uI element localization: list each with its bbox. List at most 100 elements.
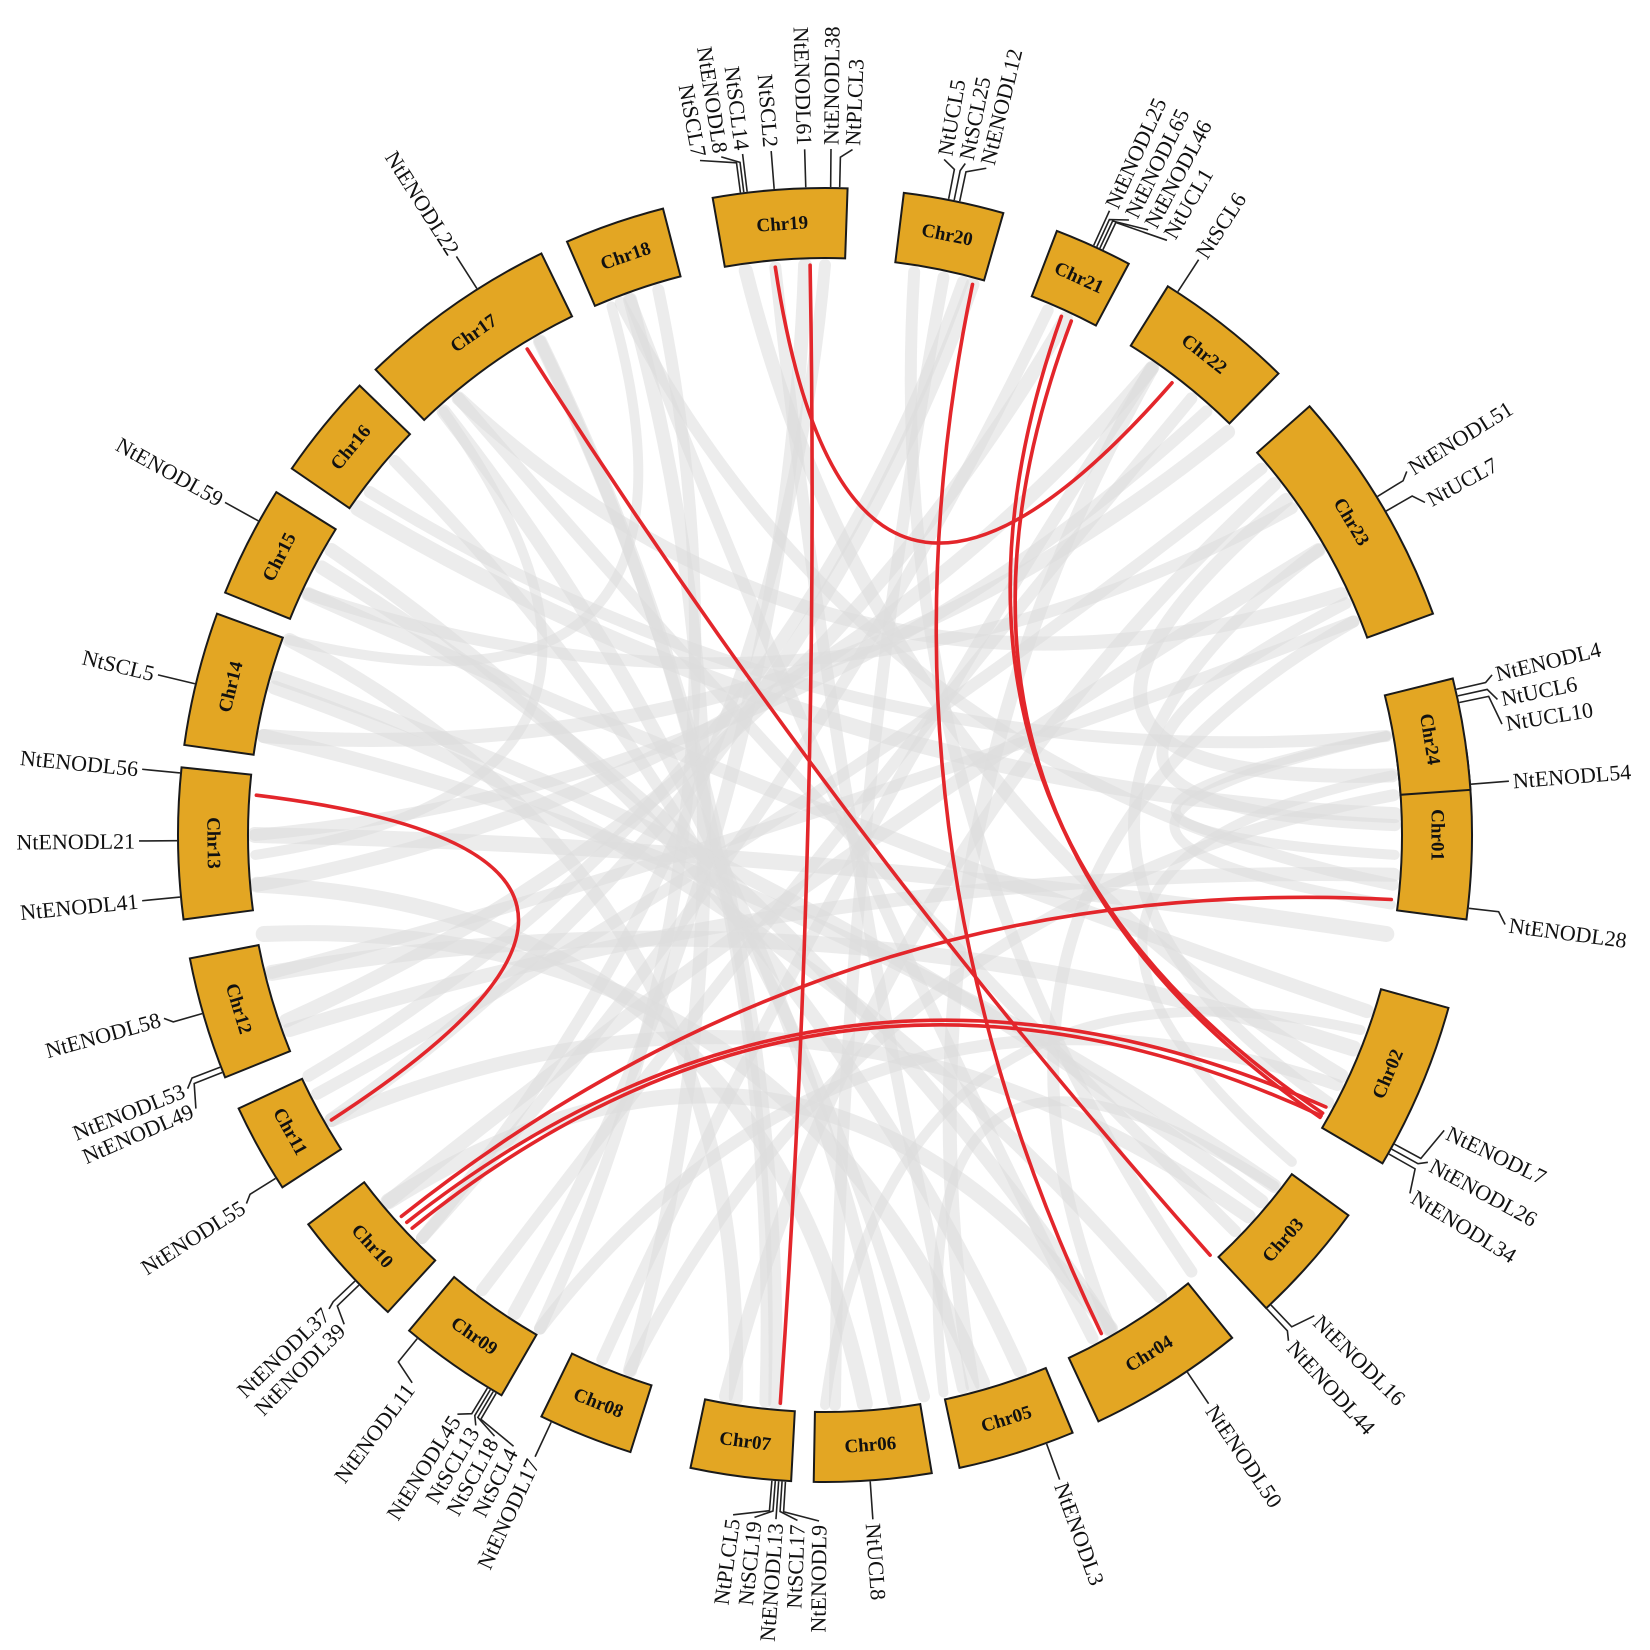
gene-label: NtENODL55 bbox=[136, 1195, 249, 1280]
chromosome-chr09 bbox=[407, 1275, 538, 1397]
gene-label: NtENODL54 bbox=[1512, 759, 1632, 793]
gene-marker-line bbox=[953, 163, 966, 201]
gene-marker-line bbox=[1456, 674, 1493, 691]
gene-marker-line bbox=[479, 1392, 515, 1447]
gene-label: NtSCL5 bbox=[80, 645, 157, 686]
gene-marker-line bbox=[476, 1391, 496, 1437]
gene-marker-line bbox=[157, 674, 196, 685]
chromosome-chr11 bbox=[237, 1077, 343, 1189]
segmental-duplication-link bbox=[254, 793, 521, 1122]
background-link bbox=[249, 876, 873, 1412]
segmental-duplication-link bbox=[778, 263, 814, 1405]
chromosome-chr18 bbox=[565, 207, 682, 308]
gene-marker-line bbox=[958, 167, 987, 202]
gene-marker-line bbox=[186, 1066, 221, 1089]
background-link bbox=[932, 1096, 1280, 1398]
chromosome-chr05 bbox=[943, 1366, 1074, 1470]
gene-marker-line bbox=[1099, 220, 1149, 249]
gene-marker-line bbox=[1270, 1304, 1315, 1328]
gene-label: NtENODL21 bbox=[16, 829, 135, 855]
gene-label: NtSCL17 bbox=[781, 1524, 809, 1609]
gene-label: NtENODL28 bbox=[1507, 913, 1628, 953]
chromosome-chr19 bbox=[711, 187, 849, 268]
gene-marker-line bbox=[782, 1481, 820, 1522]
gene-marker-line bbox=[142, 768, 181, 774]
background-link bbox=[1047, 615, 1360, 1335]
gene-label: NtUCL8 bbox=[861, 1522, 891, 1601]
background-link bbox=[415, 259, 831, 1245]
gene-marker-line bbox=[1459, 695, 1503, 725]
chromosome-label: Chr01 bbox=[1427, 809, 1448, 861]
background-link bbox=[250, 406, 548, 860]
segmental-duplication-link bbox=[405, 1018, 1328, 1225]
background-link bbox=[279, 311, 1073, 1028]
chromosome-chr10 bbox=[306, 1180, 437, 1314]
gene-marker-line bbox=[224, 501, 259, 522]
chromosome-label: Chr19 bbox=[756, 212, 809, 237]
gene-marker-line bbox=[455, 256, 478, 289]
chromosome-ring: Chr01Chr02Chr03Chr04Chr05Chr06Chr07Chr08… bbox=[177, 187, 1473, 1483]
gene-marker-line bbox=[1096, 218, 1129, 248]
gene-marker-line bbox=[732, 1480, 773, 1516]
gene-marker-line bbox=[1177, 259, 1200, 292]
background-link bbox=[282, 633, 744, 1405]
gene-label: NtSCL2 bbox=[753, 73, 784, 148]
gene-marker-line bbox=[741, 153, 748, 192]
gene-marker-line bbox=[1391, 1148, 1428, 1165]
gene-marker-line bbox=[1470, 780, 1509, 785]
background-link bbox=[256, 729, 1282, 1193]
background-collinear-links bbox=[247, 258, 1403, 1412]
gene-label: NtENODL58 bbox=[43, 1007, 164, 1063]
gene-label: NtENODL22 bbox=[380, 146, 465, 259]
gene-marker-line bbox=[1377, 471, 1408, 498]
chromosome-chr03 bbox=[1217, 1172, 1350, 1310]
gene-label: NtENODL41 bbox=[19, 889, 139, 925]
chromosome-label: Chr13 bbox=[202, 817, 224, 869]
chromosome-chr08 bbox=[540, 1352, 653, 1454]
gene-marker-line bbox=[245, 1177, 276, 1204]
chromosome-chr02 bbox=[1320, 987, 1450, 1165]
chromosome-chr13 bbox=[177, 766, 255, 921]
gene-marker-line bbox=[473, 1389, 491, 1426]
background-link bbox=[719, 477, 1282, 1404]
background-link bbox=[247, 827, 1395, 942]
gene-marker-line bbox=[754, 1481, 777, 1519]
chromosome-chr14 bbox=[183, 612, 285, 756]
gene-label: NtENODL50 bbox=[1200, 1400, 1287, 1512]
gene-marker-line bbox=[1266, 1308, 1290, 1341]
background-link bbox=[363, 486, 1393, 749]
background-link bbox=[265, 615, 1360, 979]
segmental-duplication-link bbox=[934, 282, 1104, 1336]
chromosome-chr06 bbox=[812, 1402, 933, 1483]
background-link bbox=[311, 462, 1268, 1100]
gene-marker-line bbox=[779, 1481, 798, 1522]
chromosome-chr17 bbox=[374, 252, 574, 422]
background-link bbox=[1137, 770, 1397, 1167]
gene-marker-line bbox=[1394, 1129, 1445, 1160]
gene-marker-line bbox=[142, 896, 181, 902]
background-link bbox=[302, 275, 969, 1082]
gene-marker-line bbox=[534, 1421, 552, 1458]
gene-marker-line bbox=[943, 158, 956, 200]
gene-label: NtENODL38 bbox=[819, 26, 845, 145]
gene-label: NtPLCL3 bbox=[840, 58, 868, 146]
gene-label: NtENODL59 bbox=[112, 432, 228, 511]
background-link bbox=[1133, 493, 1399, 783]
background-link bbox=[284, 301, 644, 667]
chromosome-chr23 bbox=[1255, 404, 1435, 639]
gene-marker-line bbox=[457, 1387, 489, 1416]
background-link bbox=[738, 263, 1349, 1083]
gene-marker-line bbox=[193, 1071, 223, 1109]
chromosome-chr24 bbox=[1383, 677, 1472, 796]
gene-label: NtENODL56 bbox=[19, 745, 139, 781]
gene-marker-line bbox=[1045, 1443, 1061, 1480]
gene-marker-line bbox=[770, 151, 775, 190]
gene-marker-line bbox=[328, 1280, 356, 1310]
gene-marker-line bbox=[699, 159, 742, 193]
gene-marker-line bbox=[1186, 1371, 1210, 1405]
background-link bbox=[1128, 544, 1335, 1109]
chromosome-chr16 bbox=[290, 384, 412, 510]
background-link bbox=[1169, 731, 1396, 910]
gene-marker-line bbox=[721, 156, 745, 193]
segmental-duplication-link bbox=[773, 265, 1174, 545]
